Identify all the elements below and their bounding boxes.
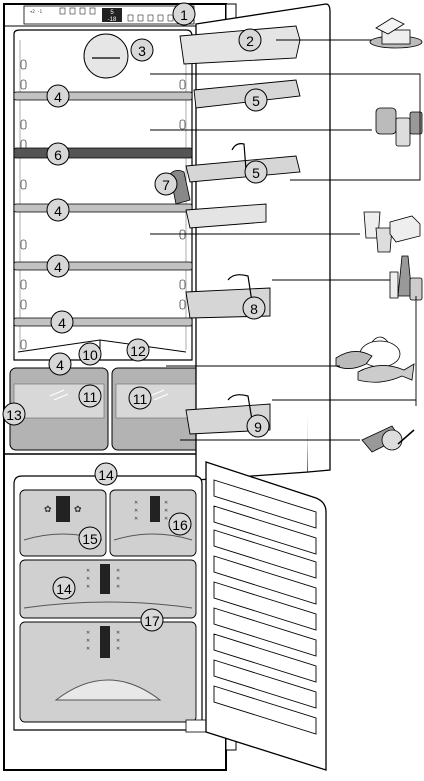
svg-text:11: 11 [133, 391, 148, 407]
callout-4e: 4 [48, 352, 72, 376]
svg-text:11: 11 [83, 389, 98, 405]
callout-2: 2 [238, 28, 262, 52]
yogurt-butter-icon [363, 211, 421, 253]
svg-text:✿: ✿ [74, 504, 82, 514]
callout-16: 16 [168, 512, 192, 536]
callout-4d: 4 [50, 310, 74, 334]
fish-icon [335, 336, 415, 383]
callout-10: 10 [78, 342, 102, 366]
svg-text:3: 3 [138, 43, 146, 59]
callout-5b: 5 [244, 160, 268, 184]
svg-text:✕: ✕ [134, 508, 138, 514]
svg-text:12: 12 [130, 343, 146, 359]
svg-text:✕: ✕ [134, 516, 138, 522]
svg-text:✕: ✕ [116, 638, 120, 644]
callout-14b: 14 [52, 576, 76, 600]
display-top: 5 [110, 10, 114, 16]
callout-14a: 14 [94, 462, 118, 486]
vegetables-icon [361, 425, 415, 453]
svg-text:✕: ✕ [116, 584, 120, 590]
svg-text:✕: ✕ [116, 646, 120, 652]
svg-text:13: 13 [6, 407, 22, 423]
callout-5a: 5 [244, 88, 268, 112]
jars-icon [375, 107, 423, 147]
svg-text:✕: ✕ [86, 568, 90, 574]
fridge-door [179, 3, 331, 481]
callout-4b: 4 [46, 198, 70, 222]
callout-6: 6 [46, 142, 70, 166]
svg-text:✿: ✿ [44, 504, 52, 514]
svg-text:5: 5 [252, 165, 260, 181]
svg-text:17: 17 [144, 613, 160, 629]
callout-11a: 11 [78, 384, 102, 408]
svg-text:✕: ✕ [164, 508, 168, 514]
svg-text:4: 4 [54, 259, 62, 275]
freezer-compartment: ✿ ✿ ✕ ✕ ✕ ✕ ✕ ✕ ✕ ✕ ✕ ✕ ✕ ✕ ✕ ✕ ✕ ✕ ✕ ✕ [13, 475, 209, 733]
svg-text:✕: ✕ [116, 630, 120, 636]
callout-markers: 1 2 3 4 5 6 5 7 [2, 2, 270, 632]
svg-text:8: 8 [250, 301, 258, 317]
control-panel: +2 -1 5 -18 [23, 5, 195, 25]
svg-text:+2 -1: +2 -1 [30, 9, 43, 14]
svg-text:✕: ✕ [86, 584, 90, 590]
svg-text:✕: ✕ [86, 630, 90, 636]
svg-text:2: 2 [246, 33, 254, 49]
svg-text:✕: ✕ [86, 638, 90, 644]
callout-4a: 4 [46, 84, 70, 108]
svg-text:✕: ✕ [164, 516, 168, 522]
svg-text:5: 5 [252, 93, 260, 109]
callout-12: 12 [126, 338, 150, 362]
display-bottom: -18 [108, 17, 117, 23]
svg-text:✕: ✕ [116, 576, 120, 582]
freezer-door [205, 461, 327, 771]
svg-text:4: 4 [54, 89, 62, 105]
svg-text:6: 6 [54, 147, 62, 163]
callout-13: 13 [2, 402, 26, 426]
cheese-icon [369, 17, 423, 49]
svg-text:1: 1 [180, 7, 188, 23]
callout-7: 7 [154, 172, 178, 196]
svg-text:4: 4 [54, 203, 62, 219]
svg-text:✕: ✕ [86, 646, 90, 652]
svg-text:10: 10 [82, 347, 98, 363]
svg-text:4: 4 [56, 357, 64, 373]
svg-text:✕: ✕ [134, 500, 138, 506]
svg-text:15: 15 [82, 531, 98, 547]
svg-text:16: 16 [172, 517, 188, 533]
svg-text:✕: ✕ [116, 568, 120, 574]
callout-9: 9 [246, 414, 270, 438]
svg-text:9: 9 [254, 419, 262, 435]
callout-3: 3 [130, 38, 154, 62]
svg-text:14: 14 [98, 467, 114, 483]
callout-1: 1 [172, 2, 196, 26]
svg-text:7: 7 [162, 177, 170, 193]
callout-17: 17 [140, 608, 164, 632]
callout-15: 15 [78, 526, 102, 550]
leader-lines [150, 39, 421, 441]
svg-text:4: 4 [58, 315, 66, 331]
callout-11b: 11 [128, 386, 152, 410]
interior-light [83, 33, 129, 79]
svg-text:14: 14 [56, 581, 72, 597]
callout-4c: 4 [46, 254, 70, 278]
svg-text:✕: ✕ [164, 500, 168, 506]
svg-text:✕: ✕ [86, 576, 90, 582]
callout-8: 8 [242, 296, 266, 320]
bottles-icon [389, 255, 423, 301]
